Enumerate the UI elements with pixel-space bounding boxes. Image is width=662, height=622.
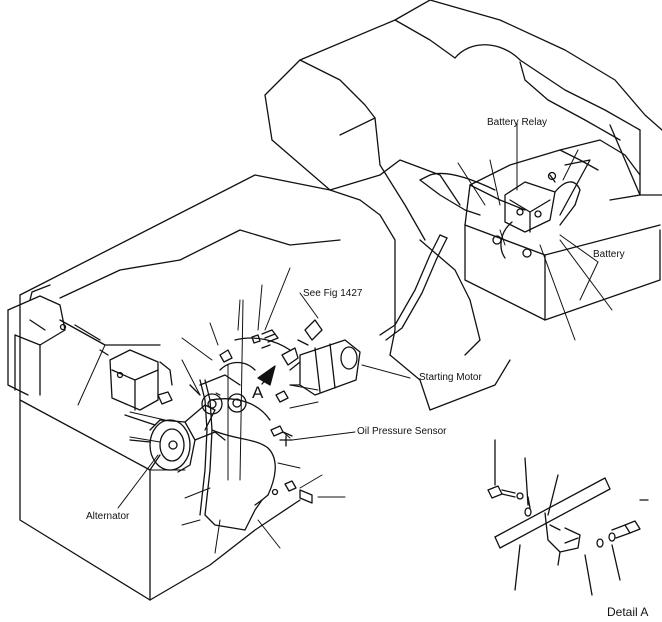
oil-pressure-sensor-label: Oil Pressure Sensor [357,426,447,437]
battery-relay-assembly [419,159,591,259]
callout-a-arrow [257,365,276,386]
alternator-label: Alternator [86,511,130,522]
hardware-bolts [157,329,313,504]
engine-block [7,174,511,601]
starting-motor-label: Starting Motor [419,372,482,383]
battery-relay-label: Battery Relay [487,117,548,128]
starting-motor-unit [281,319,361,396]
battery-label: Battery [593,249,625,260]
engine-mount-bracket [99,349,173,411]
battery-box [464,139,661,321]
detail-a-caption: Detail A [607,605,649,619]
callout-a-letter: A [252,383,264,402]
battery-cable [379,179,481,341]
detail-a-drawing [487,439,649,596]
leader-lines [77,122,613,554]
center-pulley [199,374,247,415]
machine-body-outline [264,0,662,356]
see-fig-label: See Fig 1427 [303,288,363,299]
